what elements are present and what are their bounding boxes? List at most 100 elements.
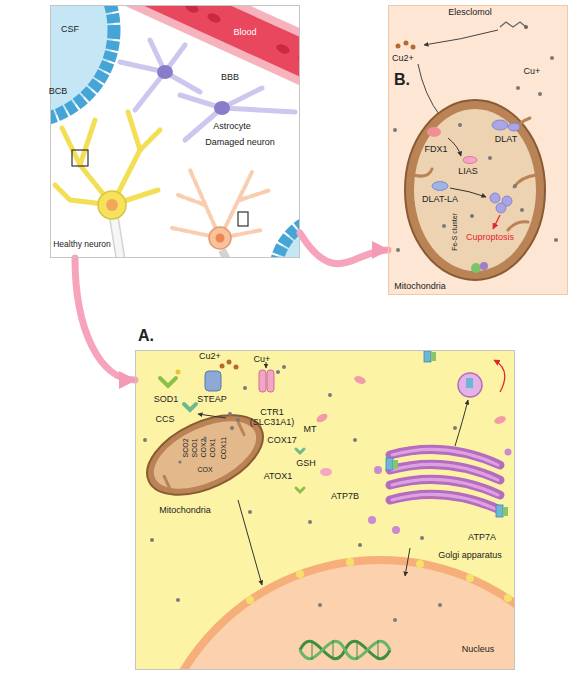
nucleus (150, 560, 515, 670)
part-label: Elesclomol (448, 8, 492, 18)
astrocyte-body (157, 65, 173, 79)
cuproptosis-panel: B.ElesclomolCu2+Cu+FDX1DLATLIASDLAT-LACu… (388, 5, 568, 295)
damaged-neuron (178, 195, 205, 205)
nucleus (438, 603, 442, 607)
healthy-neuron (72, 150, 88, 166)
nucleus (346, 558, 354, 566)
copper-ion (220, 360, 239, 370)
copper-ion (442, 224, 446, 228)
mitochondrion (239, 423, 244, 435)
golgi-apparatus (392, 479, 498, 495)
copper-ion (227, 360, 232, 365)
copper-transporter (503, 507, 508, 516)
part-label: COX11 (220, 437, 228, 459)
mitochondrion (135, 399, 275, 511)
nucleus (393, 618, 397, 622)
copper-ion (358, 543, 362, 547)
part-label: Cu2+ (392, 54, 414, 64)
part-label: LIAS (458, 167, 478, 177)
copper-transporter (496, 505, 503, 517)
part-label: Blood (233, 28, 256, 38)
blood-vessel (275, 42, 291, 55)
oligomer (496, 203, 506, 213)
copper-ion (554, 238, 558, 242)
golgi-apparatus (392, 449, 498, 465)
part-label: SOD1 (154, 395, 179, 405)
mitochondrion (405, 100, 545, 280)
copper-ion (230, 426, 234, 430)
copper-transporter (205, 371, 221, 391)
copper-metabolism-panel: A.Cu2+Cu+STEAPCTR1 (SLC31A1)SOD1CCSMTCOX… (135, 350, 515, 670)
part-label: FDX1 (424, 145, 447, 155)
copper-ion (178, 460, 181, 463)
chaperone-protein (176, 370, 181, 375)
mitochondrion (144, 407, 267, 502)
copper-ion (353, 438, 357, 442)
part-label: CSF (61, 25, 79, 35)
copper-ion (470, 214, 474, 218)
part-label: COX1 (209, 438, 217, 457)
part-label: GSH (296, 459, 316, 469)
flow-arrow (494, 360, 505, 392)
chaperone-protein (184, 404, 196, 410)
fdx1-protein (427, 127, 441, 137)
metallothionein (320, 468, 332, 476)
fe-s-protein (471, 263, 481, 273)
golgi-apparatus (374, 466, 382, 474)
copper-ion (513, 184, 517, 188)
copper-ion (143, 360, 457, 603)
part-label: COX (197, 466, 212, 474)
copper-transporter (393, 460, 398, 469)
part-label: DLAT-LA (422, 195, 458, 205)
copper-ion (243, 386, 247, 390)
golgi-apparatus (390, 449, 500, 510)
lias-protein (463, 157, 477, 164)
flow-arrow (418, 64, 441, 117)
dlat-la-protein (432, 182, 448, 191)
mitochondrion (157, 423, 251, 488)
flow-arrow (405, 548, 410, 576)
copper-ion (516, 86, 520, 90)
panel-letter: A. (138, 327, 154, 345)
healthy-neuron (114, 218, 121, 258)
copper-transporter (259, 370, 266, 392)
nucleus (318, 603, 442, 622)
nucleus (378, 640, 379, 660)
nucleus (150, 558, 515, 670)
part-label: BBB (221, 73, 239, 83)
copper-ion (538, 92, 542, 96)
golgi-apparatus (505, 449, 512, 456)
part-label: Fe-S cluster (451, 213, 459, 251)
part-label: ATOX1 (264, 472, 293, 482)
fe-s-protein (480, 262, 488, 270)
part-label: COX2 (200, 438, 208, 457)
part-label: Cu+ (524, 67, 541, 77)
astrocyte-body (214, 101, 230, 115)
blood-vessel (184, 5, 200, 15)
nucleus (416, 560, 424, 568)
nucleus (333, 640, 334, 660)
damaged-neuron (240, 190, 270, 200)
flow-arrow (198, 362, 468, 585)
blood-vessel (120, 5, 300, 66)
golgi-apparatus (392, 494, 498, 510)
part-label: Mitochondria (159, 506, 211, 516)
nucleus (312, 640, 313, 660)
healthy-neuron (114, 218, 121, 258)
elesclomol-molecule (524, 25, 528, 29)
chaperone-protein (160, 370, 304, 493)
copper-ion (143, 438, 147, 442)
part-label: Cu+ (254, 355, 271, 365)
mitochondrion (135, 399, 275, 511)
oligomer (490, 193, 512, 213)
copper-ion (236, 418, 240, 422)
damaged-neuron (216, 234, 225, 243)
copper-ion (234, 365, 239, 370)
mitochondrion (405, 100, 545, 280)
metallothionein (315, 375, 507, 476)
copper-ion (308, 520, 312, 524)
golgi-apparatus (368, 516, 376, 524)
golgi-apparatus (368, 449, 512, 535)
copper-ion (420, 536, 424, 540)
